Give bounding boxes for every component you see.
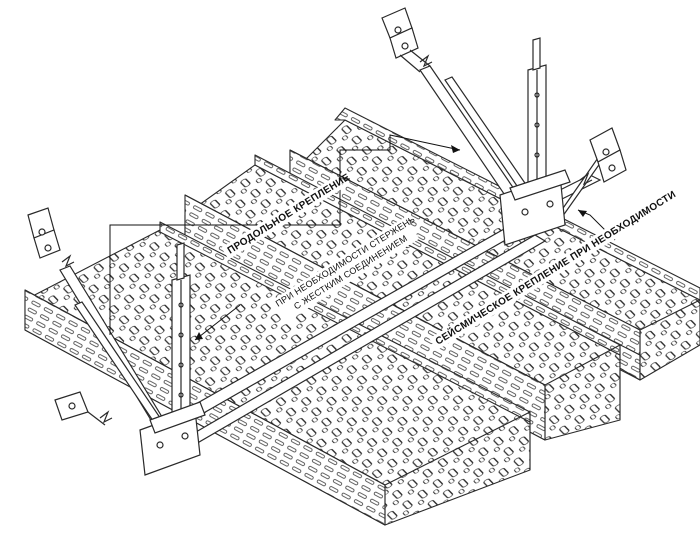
anchor-bracket-right xyxy=(579,127,627,186)
anchor-bracket-bottom xyxy=(54,391,113,426)
diagonal-braces xyxy=(59,65,610,444)
base-clamps xyxy=(139,169,571,476)
anchor-bracket-top xyxy=(381,7,433,73)
leader-rod xyxy=(194,304,241,341)
leader-longitudinal xyxy=(109,134,461,335)
ceiling-brackets xyxy=(27,7,627,426)
anchor-bracket-left xyxy=(27,207,75,268)
